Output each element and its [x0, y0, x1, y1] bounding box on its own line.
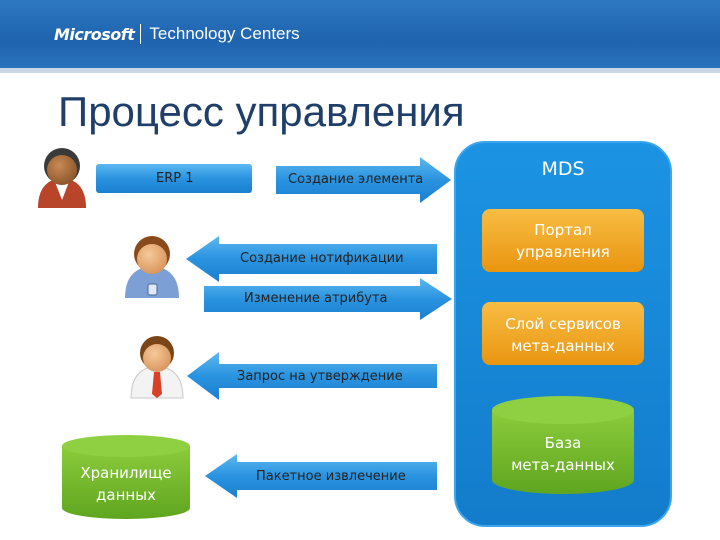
warehouse-label-line1: Хранилище [80, 464, 172, 482]
erp-box [96, 164, 252, 193]
warehouse-label: Хранилище данных [62, 462, 190, 506]
arrow-batch-extract [205, 454, 437, 498]
logo: Microsoft Technology Centers [54, 22, 300, 46]
create-element-label: Создание элемента [288, 172, 424, 187]
services-label-line1: Слой сервисов [505, 315, 621, 333]
arrow-approval-request [187, 352, 437, 400]
portal-label-line1: Портал [534, 221, 592, 239]
portal-label: Портал управления [482, 219, 644, 263]
mds-title: MDS [541, 158, 585, 180]
logo-divider [140, 24, 142, 44]
arrow-create-notification [186, 236, 437, 282]
services-label-line2: мета-данных [511, 337, 615, 355]
page-title: Процесс управления [58, 88, 465, 135]
services-layer-label: Слой сервисов мета-данных [482, 313, 644, 357]
person-icon-blue [125, 236, 179, 298]
arrow-create-element [276, 157, 451, 203]
header-banner [0, 0, 720, 68]
arrow-change-attribute [204, 278, 452, 320]
header-stripe [0, 68, 720, 73]
erp-label: ERP 1 [156, 171, 194, 186]
portal-box [482, 209, 644, 272]
db-label-line2: мета-данных [511, 456, 615, 474]
brand-subtitle: Technology Centers [149, 24, 300, 43]
warehouse-label-line2: данных [96, 486, 156, 504]
brand-name: Microsoft [54, 24, 135, 44]
db-label-line1: База [544, 434, 582, 452]
portal-label-line2: управления [516, 243, 610, 261]
approval-request-label: Запрос на утверждение [237, 369, 403, 384]
create-notification-label: Создание нотификации [240, 251, 404, 266]
change-attribute-label: Изменение атрибута [244, 291, 388, 306]
data-warehouse-cylinder [62, 435, 190, 519]
metadata-db-label: База мета-данных [492, 432, 634, 476]
person-icon-white [130, 336, 184, 399]
batch-extract-label: Пакетное извлечение [256, 469, 406, 484]
person-icon-dark [38, 148, 86, 208]
metadata-db-cylinder [492, 396, 634, 494]
services-layer-box [482, 302, 644, 365]
